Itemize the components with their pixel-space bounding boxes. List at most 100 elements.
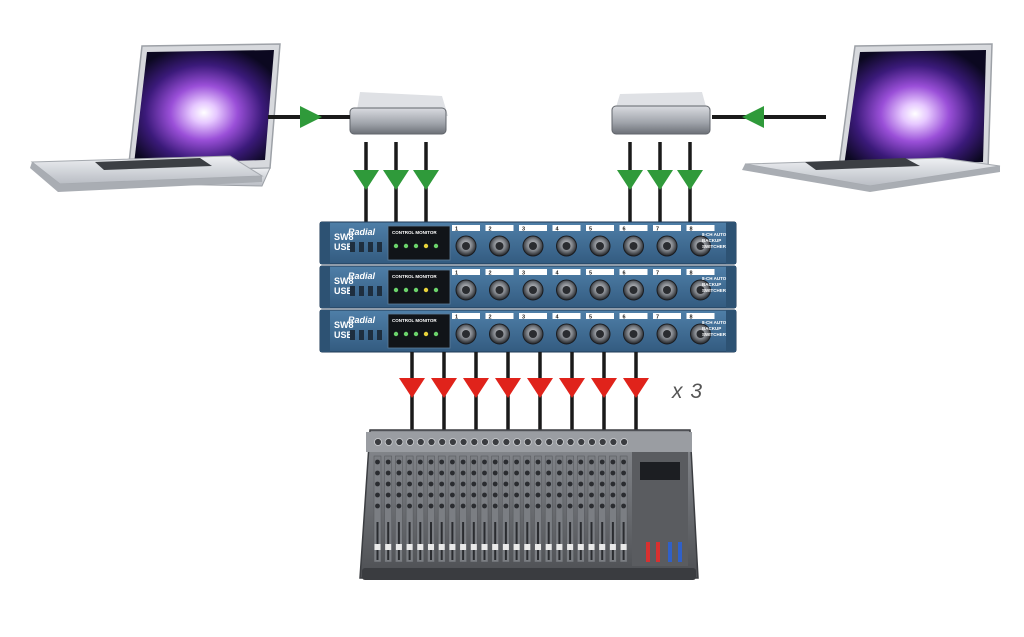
mixer-channel-strip: [416, 455, 425, 563]
mixer-input-jack: [395, 438, 404, 446]
fader-cap: [395, 544, 402, 550]
xlr-socket: [663, 242, 671, 250]
fader-track: [601, 522, 604, 560]
mixer-knob: [599, 459, 605, 465]
xlr-socket: [629, 242, 638, 250]
mixer-knob: [557, 503, 562, 509]
mixer-knob: [482, 481, 487, 487]
mixer-knob: [578, 492, 584, 498]
fader-cap: [417, 544, 424, 550]
mixer-input-jack: [556, 438, 564, 446]
mixer-knob: [407, 492, 412, 498]
xlr-socket: [696, 242, 705, 250]
toggle-switch: [359, 330, 364, 340]
cable-laptop-to-hub-right: [712, 106, 826, 128]
mixer-knob: [450, 481, 455, 487]
toggle-switch: [368, 242, 373, 252]
toggle-switch: [350, 242, 355, 252]
mixer-knob: [535, 459, 541, 465]
indicator-led: [433, 287, 439, 293]
rack-ear: [726, 266, 736, 308]
mixer-input-jack: [523, 438, 532, 446]
mixer-channel-strip: [395, 455, 403, 563]
fader-track: [622, 522, 625, 560]
mixer-knob: [407, 503, 412, 509]
mixer-channel-strip: [523, 455, 532, 563]
arrow-down-icon: [591, 378, 617, 398]
mixer-knob: [503, 481, 509, 487]
xlr-socket: [562, 286, 571, 294]
mixer-knob: [599, 481, 605, 487]
mixer-channel-strip: [405, 455, 414, 563]
mixer-channel-strip: [598, 455, 606, 563]
channel-number: 3: [522, 227, 525, 233]
mixer-knob: [557, 470, 562, 476]
indicator-led: [413, 331, 419, 337]
channel-strip-label: [653, 269, 681, 275]
fader-track: [387, 522, 390, 560]
channel-number: 7: [656, 227, 659, 233]
mixer-knob: [524, 459, 530, 465]
brand-logo: Radial: [348, 271, 376, 281]
channel-strip-label: [619, 313, 648, 319]
mixer-channel-strip: [459, 455, 467, 563]
toggle-switch: [377, 286, 382, 296]
mixer-knob: [578, 459, 584, 465]
mixer-knob: [546, 492, 552, 498]
model-label: USB: [334, 286, 354, 296]
fader-cap: [470, 544, 477, 550]
mixer-channel-strip: [427, 455, 435, 563]
mixer-input-jack: [598, 438, 607, 446]
mixer-knob: [417, 459, 423, 465]
side-label: BACKUP: [702, 238, 721, 243]
channel-strip-label: [686, 269, 715, 275]
mixer-knob: [514, 492, 519, 498]
mixer-channel-strip: [587, 455, 596, 563]
side-label: BACKUP: [702, 282, 721, 287]
channel-number: 6: [623, 271, 626, 277]
mixer-knob: [524, 470, 530, 476]
mixer-input-jack: [588, 438, 596, 446]
fader-track: [526, 522, 529, 560]
fader-cap: [449, 544, 456, 550]
fader-cap: [620, 544, 627, 550]
mixer-knob: [621, 503, 626, 509]
channel-number: 2: [489, 271, 492, 277]
mixer-channel-strip: [534, 455, 542, 563]
indicator-led: [423, 287, 429, 293]
fader-cap: [545, 544, 552, 550]
side-label: SWITCHER: [702, 244, 727, 249]
mixer-knob: [492, 492, 498, 498]
mixer-knob: [460, 459, 466, 465]
mixer-knob: [546, 481, 552, 487]
mixer-channel-strip: [566, 455, 574, 563]
mixer-knob: [503, 459, 509, 465]
mixer-input-jack: [374, 438, 382, 446]
arrow-down-icon: [623, 378, 649, 398]
mixer-knob: [514, 481, 519, 487]
channel-number: 7: [656, 271, 659, 277]
fader-track: [430, 522, 432, 560]
control-monitor-panel: [387, 313, 451, 349]
channel-strip-label: [686, 225, 715, 231]
mixer-knob: [407, 470, 412, 476]
arrow-down-icon: [647, 170, 673, 190]
mixer-knob: [375, 470, 380, 476]
mixer-knob: [557, 459, 562, 465]
mixer-knob: [460, 492, 466, 498]
usb-hub-left: [349, 92, 448, 135]
fader-cap: [502, 544, 509, 550]
mixer-knob: [514, 503, 519, 509]
mixer-knob: [407, 459, 412, 465]
channel-strip-label: [552, 269, 581, 275]
brand-logo: Radial: [348, 315, 376, 325]
mixer-channel-strip: [512, 455, 521, 563]
mixer-knob: [428, 459, 434, 465]
mixer-knob: [417, 503, 423, 509]
xlr-socket: [696, 286, 705, 294]
fader-track: [537, 522, 539, 560]
mixer-channel-strip: [544, 455, 553, 563]
toggle-switch: [377, 242, 382, 252]
mixer-channel-strip: [470, 455, 478, 563]
